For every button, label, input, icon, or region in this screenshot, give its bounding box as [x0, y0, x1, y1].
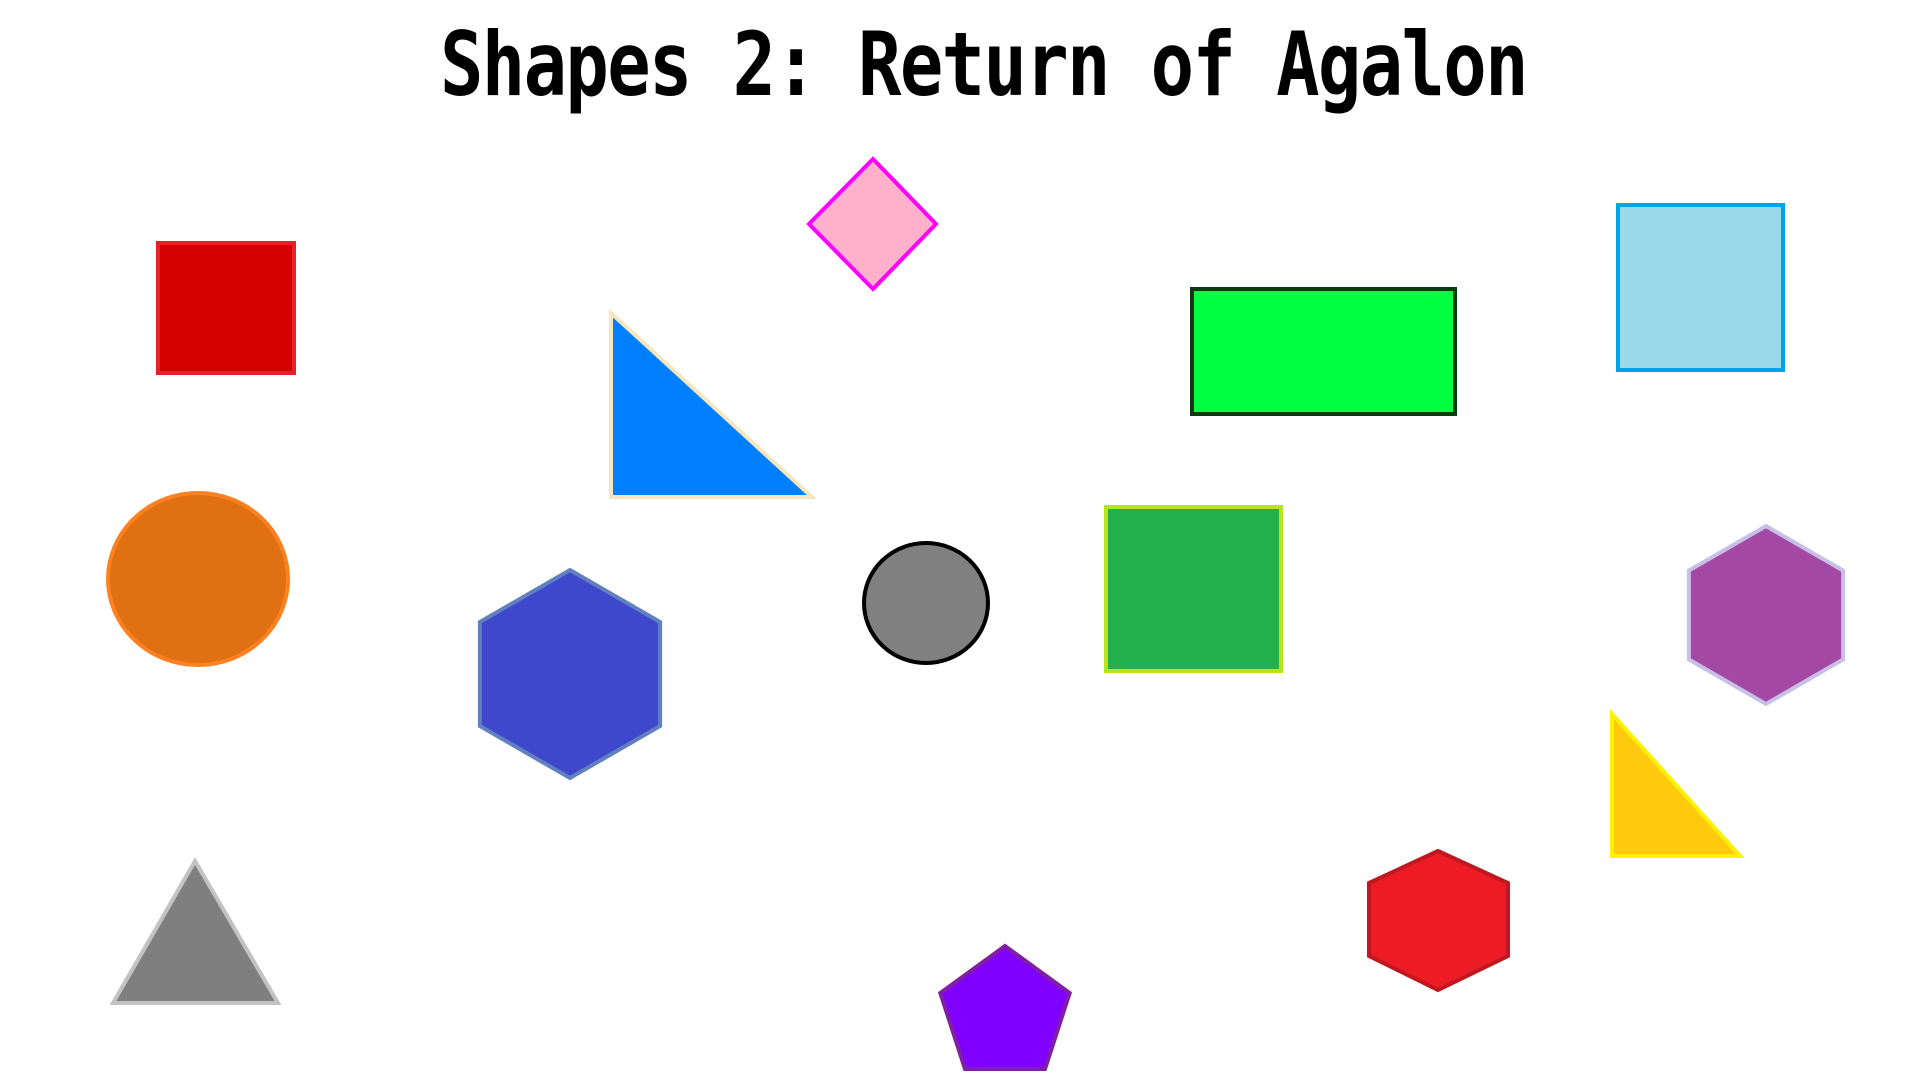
- orange-circle-shape[interactable]: [106, 491, 290, 667]
- pink-diamond-shape[interactable]: [806, 156, 939, 292]
- blue-right-triangle-shape[interactable]: [609, 308, 818, 499]
- yellow-right-triangle-shape[interactable]: [1610, 708, 1745, 858]
- light-blue-square-shape[interactable]: [1616, 203, 1785, 372]
- red-square-shape[interactable]: [156, 241, 296, 375]
- purple-hexagon-shape[interactable]: [1686, 523, 1846, 707]
- green-rectangle-shape[interactable]: [1190, 287, 1457, 416]
- red-hexagon-shape[interactable]: [1367, 848, 1510, 993]
- dark-green-square-shape[interactable]: [1104, 505, 1283, 673]
- gray-triangle-shape[interactable]: [109, 857, 282, 1005]
- violet-pentagon-shape[interactable]: [937, 943, 1073, 1071]
- blue-hexagon-shape[interactable]: [477, 567, 663, 781]
- gray-circle-shape[interactable]: [862, 541, 990, 665]
